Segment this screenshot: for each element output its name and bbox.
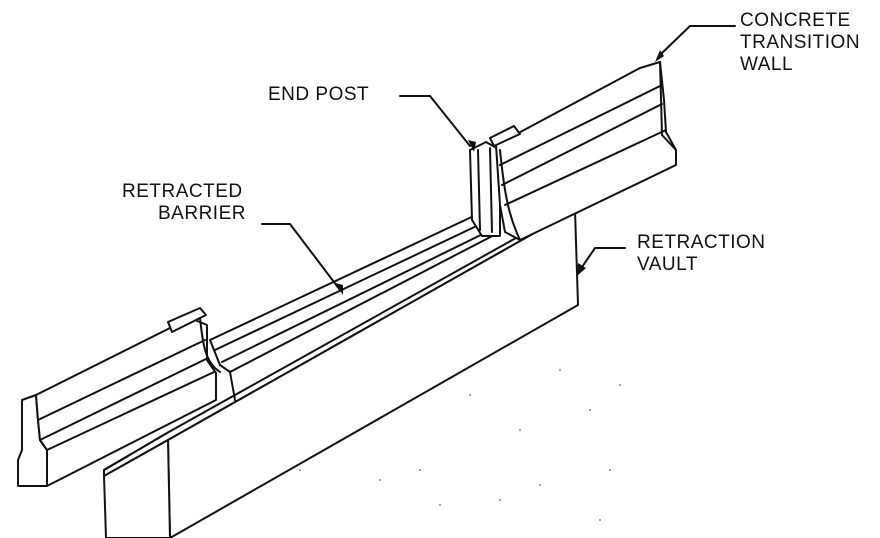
label-line: BARRIER: [158, 203, 246, 224]
label-line: RETRACTION: [637, 232, 766, 253]
end-post: [469, 141, 501, 237]
retraction-vault: [103, 204, 579, 538]
label-line: RETRACTED: [122, 181, 243, 202]
label-concrete-transition-wall: CONCRETE TRANSITION WALL: [740, 10, 860, 76]
label-retraction-vault: RETRACTION VAULT: [637, 232, 766, 276]
left-barrier-segment: [17, 307, 221, 487]
concrete-transition-wall: [489, 61, 677, 241]
label-line: VAULT: [637, 254, 698, 275]
label-line: WALL: [740, 54, 794, 75]
leader-lines: [261, 25, 736, 295]
label-retracted-barrier: RETRACTED BARRIER: [122, 181, 246, 225]
label-line: TRANSITION: [740, 32, 861, 53]
label-line: CONCRETE: [740, 10, 851, 31]
retracted-barrier: [209, 213, 501, 401]
label-end-post: END POST: [268, 84, 370, 105]
